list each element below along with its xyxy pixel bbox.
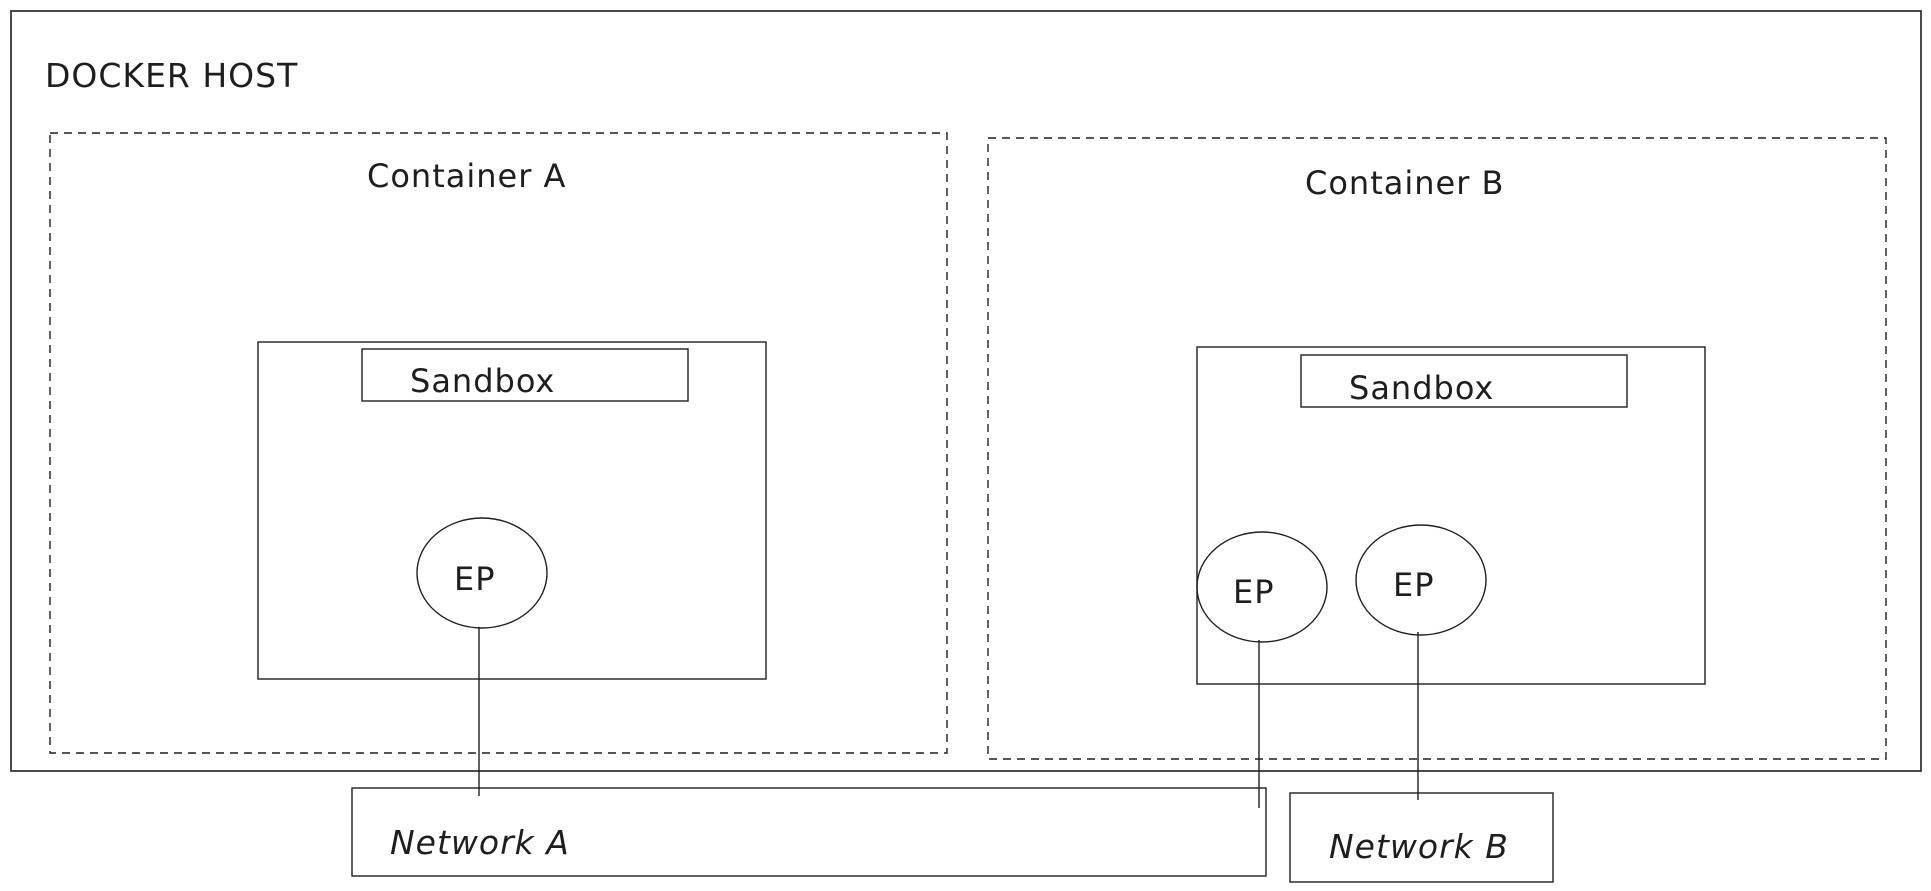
container-a-box — [49, 132, 948, 754]
endpoint-b2 — [1355, 524, 1487, 636]
endpoint-b1 — [1196, 531, 1328, 643]
sandbox-b-label: Sandbox — [1349, 369, 1494, 407]
network-b-label: Network B — [1329, 827, 1509, 866]
docker-host-label: DOCKER HOST — [45, 56, 298, 95]
container-a-label: Container A — [367, 157, 566, 195]
sandbox-b-label-box — [1300, 354, 1628, 408]
endpoint-b2-label: EP — [1393, 566, 1435, 604]
network-a-label: Network A — [390, 823, 570, 862]
sandbox-a-label: Sandbox — [410, 362, 555, 400]
endpoint-a1 — [416, 517, 548, 629]
sandbox-b-box — [1196, 346, 1706, 685]
endpoint-b1-label: EP — [1233, 573, 1275, 611]
sandbox-a-label-box — [361, 348, 689, 402]
container-b-box — [987, 137, 1887, 760]
container-b-label: Container B — [1305, 164, 1505, 202]
network-b-box — [1289, 792, 1554, 883]
endpoint-a1-label: EP — [454, 560, 496, 598]
docker-host-box — [10, 10, 1922, 772]
network-a-box — [351, 787, 1267, 877]
sandbox-a-box — [257, 341, 767, 680]
